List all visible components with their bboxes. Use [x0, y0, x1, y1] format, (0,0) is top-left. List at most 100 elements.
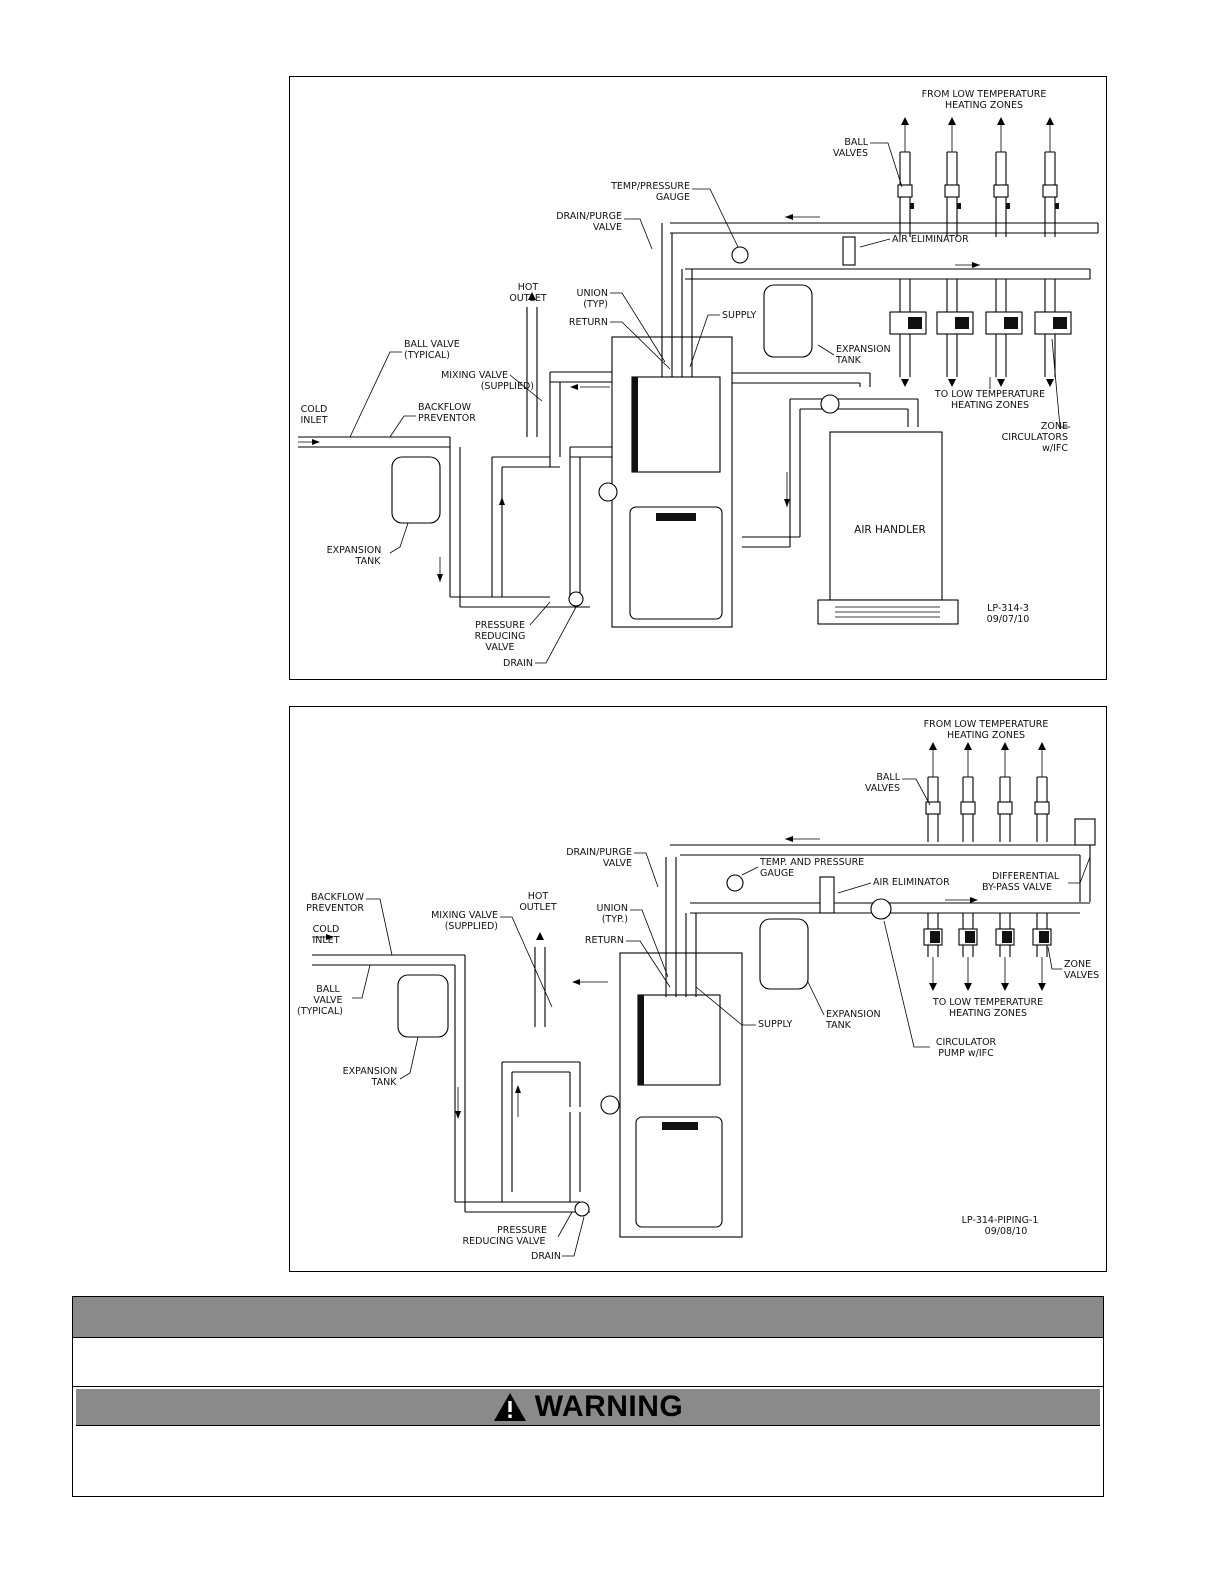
label2-ball-valve-3: (TYPICAL)	[297, 1006, 343, 1017]
label2-expansion-tank-right-2: TANK	[825, 1020, 852, 1031]
label-pressure-reducing-3: VALVE	[485, 642, 514, 653]
label2-differential-1: DIFFERENTIAL	[992, 871, 1060, 882]
label-zone-circ-3: w/IFC	[1042, 443, 1068, 454]
label-mixing-valve-2: (SUPPLIED)	[481, 381, 534, 392]
warning-title: WARNING	[534, 1390, 684, 1423]
zone-circulators	[889, 279, 1072, 387]
air-eliminator	[842, 236, 856, 266]
expansion-tank-right	[763, 284, 813, 358]
label-expansion-tank-left-2: TANK	[355, 556, 382, 567]
supply-header	[685, 268, 1091, 280]
piping-diagram-2: FROM LOW TEMPERATURE HEATING ZONES BALL …	[289, 706, 1107, 1272]
label2-supply: SUPPLY	[758, 1019, 792, 1030]
label-to-low-temp-1: TO LOW TEMPERATURE	[934, 389, 1045, 400]
label-to-low-temp-2: HEATING ZONES	[951, 400, 1029, 411]
label-drawing-id: LP-314-3	[987, 603, 1029, 614]
label2-to-low-temp-2: HEATING ZONES	[949, 1008, 1027, 1019]
label-hot-outlet-1: HOT	[518, 282, 539, 293]
warning-body	[73, 1427, 1103, 1497]
label2-ball-valves-1: BALL	[876, 772, 900, 783]
circulator-pump	[870, 898, 892, 920]
label-backflow-2: PREVENTOR	[418, 413, 476, 424]
warning-triangle-icon	[493, 1393, 526, 1421]
label-backflow-1: BACKFLOW	[418, 402, 472, 413]
label-from-low-temp-1: FROM LOW TEMPERATURE	[922, 89, 1047, 100]
label-ball-valves-2: VALVES	[833, 148, 868, 159]
label2-circulator-2: PUMP w/IFC	[938, 1048, 994, 1059]
notice-header-bar	[73, 1297, 1103, 1338]
label2-drain-purge-1: DRAIN/PURGE	[566, 847, 632, 858]
expansion-tank-left	[391, 456, 441, 524]
label-drain-purge-1: DRAIN/PURGE	[556, 211, 622, 222]
air-handler	[829, 431, 943, 601]
label2-pressure-reducing-2: REDUCING VALVE	[463, 1236, 546, 1247]
left-piping	[298, 371, 612, 608]
label2-mixing-valve-1: MIXING VALVE	[431, 910, 498, 921]
label2-hot-outlet-2: OUTLET	[519, 902, 557, 913]
piping-diagram-2-drawing: FROM LOW TEMPERATURE HEATING ZONES BALL …	[297, 719, 1099, 1262]
label-cold-inlet-1: COLD	[301, 404, 328, 415]
zone-risers-2	[927, 776, 1048, 842]
label2-union-2: (TYP.)	[602, 914, 628, 925]
label2-temp-pressure-1: TEMP. AND PRESSURE	[759, 857, 864, 868]
label-drain-purge-2: VALVE	[593, 222, 622, 233]
label-expansion-tank-left-1: EXPANSION	[327, 545, 382, 556]
label2-cold-inlet-1: COLD	[313, 924, 340, 935]
label2-from-low-temp-2: HEATING ZONES	[947, 730, 1025, 741]
label-zone-circ-1: ZONE	[1041, 421, 1068, 432]
label-union-1: UNION	[577, 288, 608, 299]
label-temp-pressure-1: TEMP/PRESSURE	[610, 181, 690, 192]
expansion-tank-right-2	[759, 918, 809, 990]
label2-pressure-reducing-1: PRESSURE	[497, 1225, 547, 1236]
label2-to-low-temp-1: TO LOW TEMPERATURE	[932, 997, 1043, 1008]
piping-diagram-1: FROM LOW TEMPERATURE HEATING ZONES BALL …	[289, 76, 1107, 680]
label2-zone-valves-1: ZONE	[1064, 959, 1091, 970]
boiler-unit-2	[619, 952, 743, 1238]
warning-banner: WARNING	[76, 1389, 1100, 1426]
label-cold-inlet-2: INLET	[300, 415, 327, 426]
label-ball-valves-1: BALL	[844, 137, 868, 148]
label2-backflow-2: PREVENTOR	[306, 903, 364, 914]
label2-hot-outlet-1: HOT	[528, 891, 549, 902]
label2-return: RETURN	[585, 935, 624, 946]
notice-box: WARNING	[72, 1296, 1104, 1497]
label2-drain-purge-2: VALVE	[603, 858, 632, 869]
label2-from-low-temp-1: FROM LOW TEMPERATURE	[924, 719, 1049, 730]
air-eliminator-2	[819, 876, 835, 914]
zone-risers	[897, 117, 1059, 237]
label2-differential-2: BY-PASS VALVE	[982, 882, 1052, 893]
label2-expansion-tank-left-2: TANK	[371, 1077, 398, 1088]
label-temp-pressure-2: GAUGE	[656, 192, 690, 203]
label2-ball-valves-2: VALVES	[865, 783, 900, 794]
piping-diagram-1-drawing: FROM LOW TEMPERATURE HEATING ZONES BALL …	[298, 89, 1099, 669]
label2-drawing-date: 09/08/10	[985, 1226, 1028, 1237]
label2-expansion-tank-right-1: EXPANSION	[826, 1009, 881, 1020]
label-expansion-tank-right-1: EXPANSION	[836, 344, 891, 355]
label-ball-valve-typ-2: (TYPICAL)	[404, 350, 450, 361]
temp-pressure-gauge	[731, 246, 749, 264]
boiler-unit	[611, 336, 733, 628]
notice-body	[73, 1338, 1103, 1387]
expansion-tank-left-2	[397, 974, 449, 1038]
label-hot-outlet-2: OUTLET	[509, 293, 547, 304]
label-drawing-date: 09/07/10	[987, 614, 1030, 625]
return-header-2	[670, 844, 1091, 902]
temp-pressure-gauge-2	[726, 874, 744, 892]
label2-temp-pressure-2: GAUGE	[760, 868, 794, 879]
label-expansion-tank-right-2: TANK	[835, 355, 862, 366]
label-supply: SUPPLY	[722, 310, 756, 321]
label2-drain: DRAIN	[531, 1251, 561, 1262]
label2-circulator-1: CIRCULATOR	[936, 1037, 997, 1048]
label-pressure-reducing-1: PRESSURE	[475, 620, 525, 631]
label2-expansion-tank-left-1: EXPANSION	[343, 1066, 398, 1077]
zone-valves	[923, 913, 1052, 991]
label-air-eliminator: AIR ELIMINATOR	[892, 234, 969, 245]
label-pressure-reducing-2: REDUCING	[475, 631, 526, 642]
left-piping-2	[312, 954, 590, 1213]
label-zone-circ-2: CIRCULATORS	[1002, 432, 1068, 443]
label2-air-eliminator: AIR ELIMINATOR	[873, 877, 950, 888]
label2-backflow-1: BACKFLOW	[311, 892, 365, 903]
label2-ball-valve-2: VALVE	[313, 995, 342, 1006]
label2-union-1: UNION	[597, 903, 628, 914]
label2-mixing-valve-2: (SUPPLIED)	[445, 921, 498, 932]
